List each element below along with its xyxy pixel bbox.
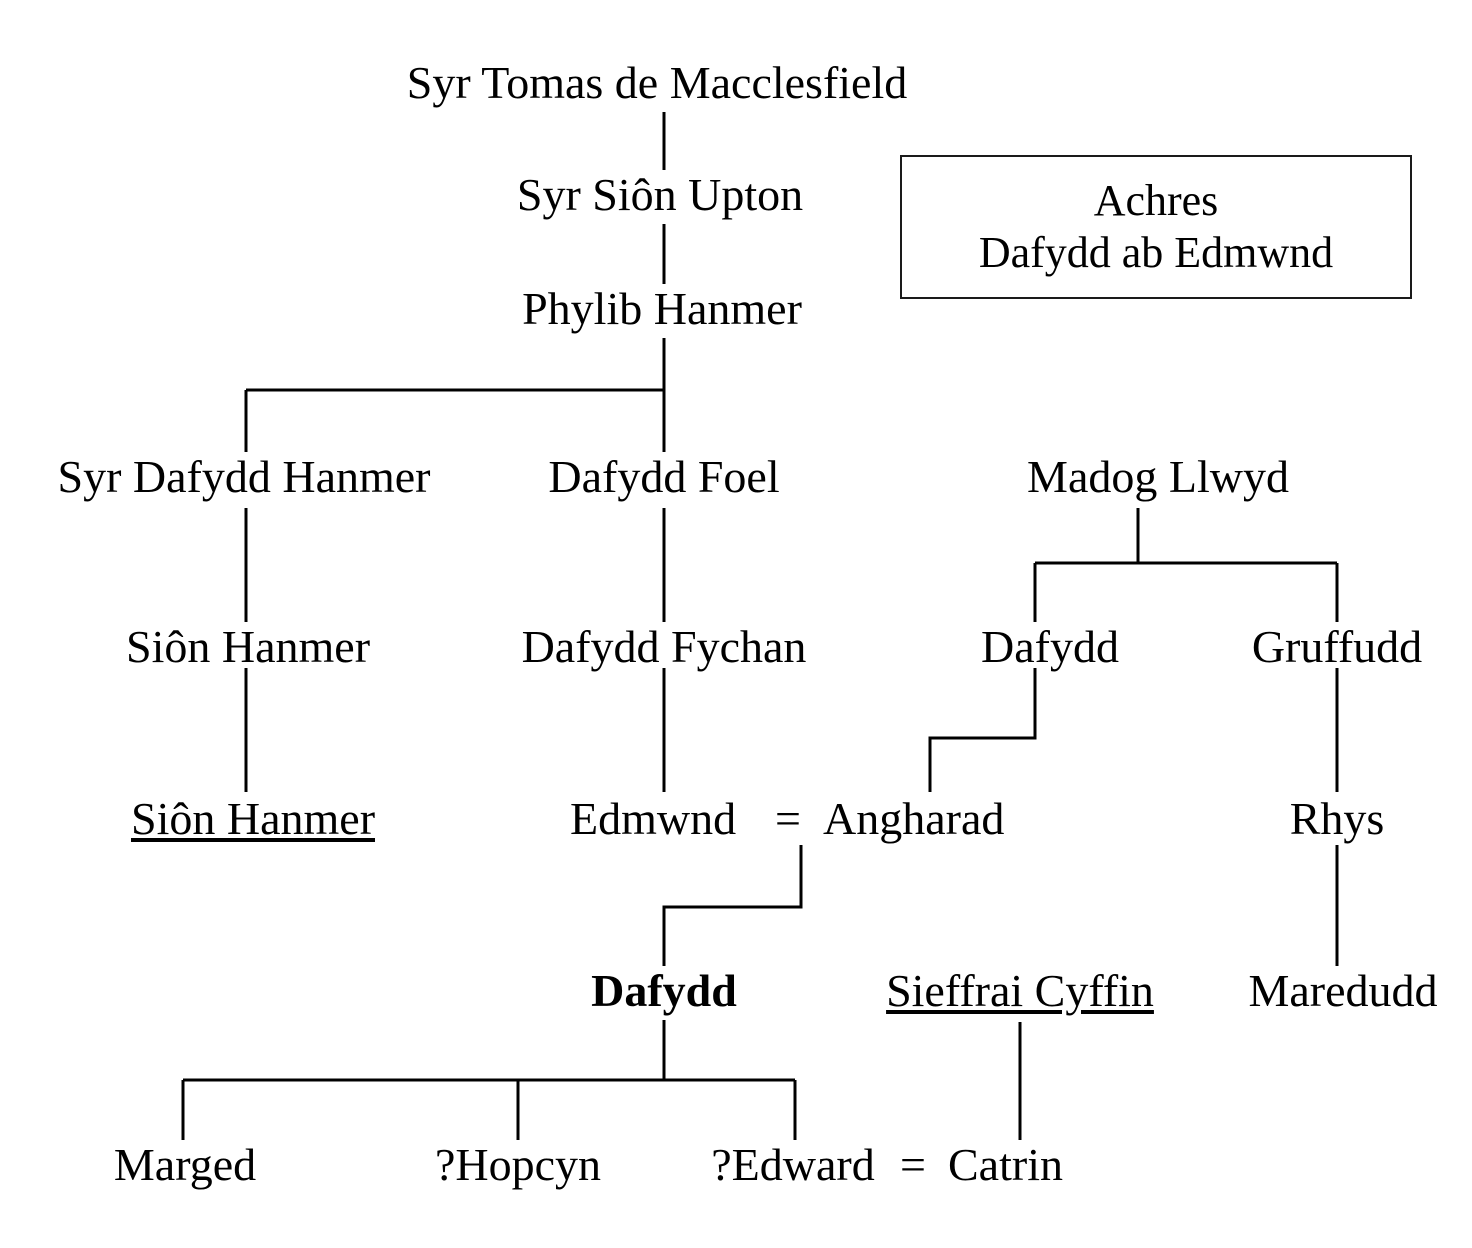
person-angharad: Angharad: [823, 793, 1005, 844]
person-edmwnd: Edmwnd: [570, 793, 737, 844]
person-sion-hanmer-1: Siôn Hanmer: [125, 621, 371, 672]
marriage-equals-edmwnd-angharad: =: [775, 793, 801, 844]
person-sieffrai-cyffin: Sieffrai Cyffin: [886, 965, 1154, 1016]
person-dafydd-foel: Dafydd Foel: [548, 451, 780, 502]
person-madog-llwyd: Madog Llwyd: [1027, 451, 1289, 502]
chart-title-line-2: Dafydd ab Edmwnd: [978, 228, 1334, 277]
person-dafydd-fychan: Dafydd Fychan: [521, 621, 807, 672]
person-syr-dafydd-hanmer: Syr Dafydd Hanmer: [57, 451, 431, 502]
person-phylib-hanmer: Phylib Hanmer: [522, 283, 802, 334]
link-dafydd-ap-madog-to-angharad: [928, 668, 1037, 792]
person-catrin: Catrin: [948, 1139, 1063, 1190]
person-gruffudd: Gruffudd: [1251, 621, 1423, 672]
link-marriage-to-dafydd: [662, 845, 803, 966]
person-edward: ?Edward: [711, 1139, 875, 1190]
person-syr-sion-upton: Syr Siôn Upton: [516, 169, 804, 220]
person-maredudd: Maredudd: [1248, 965, 1438, 1016]
chart-title-line-1: Achres: [1093, 176, 1219, 226]
chart-title-box: Achres Dafydd ab Edmwnd: [900, 155, 1412, 299]
person-sion-hanmer-2: Siôn Hanmer: [130, 793, 376, 844]
person-syr-tomas-de-macclesfield: Syr Tomas de Macclesfield: [406, 57, 908, 108]
marriage-equals-edward-catrin: =: [900, 1139, 926, 1190]
person-hopcyn: ?Hopcyn: [434, 1139, 602, 1190]
person-marged: Marged: [113, 1139, 257, 1190]
person-dafydd-ap-madog: Dafydd: [981, 621, 1119, 672]
person-dafydd-ab-edmwnd: Dafydd: [591, 965, 737, 1016]
person-rhys: Rhys: [1289, 793, 1385, 844]
